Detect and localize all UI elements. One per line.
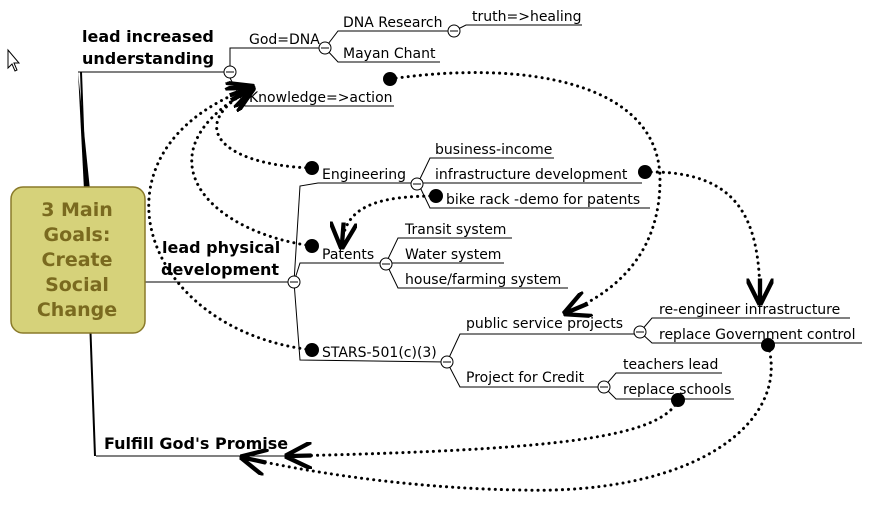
collapse-toggle-physical-icon[interactable] — [287, 275, 301, 289]
node-business-income[interactable]: business-income — [435, 142, 552, 158]
central-line-1: 3 Main — [41, 199, 113, 221]
link-schools-to-promise — [290, 398, 680, 456]
central-line-3: Create — [42, 249, 113, 271]
node-reengineer[interactable]: re-engineer infrastructure — [659, 302, 840, 318]
central-topic-box — [10, 186, 146, 334]
node-infrastructure-development[interactable]: infrastructure development — [435, 167, 628, 183]
spine-upper — [78, 72, 90, 190]
goal-promise[interactable]: Fulfill God's Promise — [104, 434, 288, 453]
link-government-to-promise — [245, 343, 773, 492]
node-mayan-chant[interactable]: Mayan Chant — [343, 46, 436, 62]
node-engineering[interactable]: Engineering — [322, 167, 406, 183]
link-bike-rack-to-patents — [342, 194, 438, 244]
node-knowledge-action[interactable]: Knowledge=>action — [249, 90, 393, 106]
link-knowledge-to-public-service — [388, 71, 662, 312]
central-topic[interactable]: 3 Main Goals: Create Social Change — [10, 186, 146, 334]
collapse-toggles — [223, 24, 647, 394]
node-house-farming[interactable]: house/farming system — [405, 272, 561, 288]
collapse-toggle-god-dna-icon[interactable] — [318, 41, 332, 55]
link-infrastructure-to-reengineer — [643, 170, 760, 300]
branch-lines — [78, 24, 862, 457]
central-line-4: Social — [45, 274, 109, 296]
node-public-service[interactable]: public service projects — [466, 316, 623, 332]
collapse-toggle-stars-icon[interactable] — [440, 355, 454, 369]
node-god-dna[interactable]: God=DNA — [249, 32, 320, 48]
central-line-2: Goals: — [44, 224, 111, 246]
node-truth-healing[interactable]: truth=>healing — [472, 9, 582, 25]
node-dna-research[interactable]: DNA Research — [343, 15, 443, 31]
collapse-toggle-engineering-icon[interactable] — [410, 177, 424, 191]
relationship-links — [147, 71, 773, 492]
goal-physical-line-2[interactable]: development — [161, 260, 279, 279]
node-teachers[interactable]: teachers lead — [623, 357, 718, 373]
node-water[interactable]: Water system — [405, 247, 501, 263]
collapse-toggle-dna-research-icon[interactable] — [447, 24, 461, 38]
node-patents[interactable]: Patents — [322, 247, 374, 263]
goal-physical-line-1[interactable]: lead physical — [162, 238, 280, 257]
link-stars-to-knowledge — [147, 88, 314, 352]
collapse-toggle-public-service-icon[interactable] — [633, 325, 647, 339]
node-transit[interactable]: Transit system — [404, 222, 506, 238]
goal-understanding-line-2[interactable]: understanding — [82, 49, 214, 68]
central-line-5: Change — [37, 299, 117, 321]
collapse-toggle-understanding-icon[interactable] — [223, 65, 237, 79]
node-stars[interactable]: STARS-501(c)(3) — [322, 345, 437, 361]
node-bike-rack[interactable]: bike rack -demo for patents — [446, 192, 640, 208]
collapse-toggle-patents-icon[interactable] — [379, 257, 393, 271]
node-replace-government[interactable]: replace Government control — [659, 327, 855, 343]
goal-understanding-line-1[interactable]: lead increased — [82, 27, 214, 46]
link-patents-to-knowledge — [190, 90, 314, 248]
collapse-toggle-project-credit-icon[interactable] — [597, 380, 611, 394]
node-replace-schools[interactable]: replace schools — [623, 382, 731, 398]
link-endpoints — [305, 72, 775, 407]
mouse-cursor-icon — [7, 48, 21, 72]
node-project-credit[interactable]: Project for Credit — [466, 370, 585, 386]
